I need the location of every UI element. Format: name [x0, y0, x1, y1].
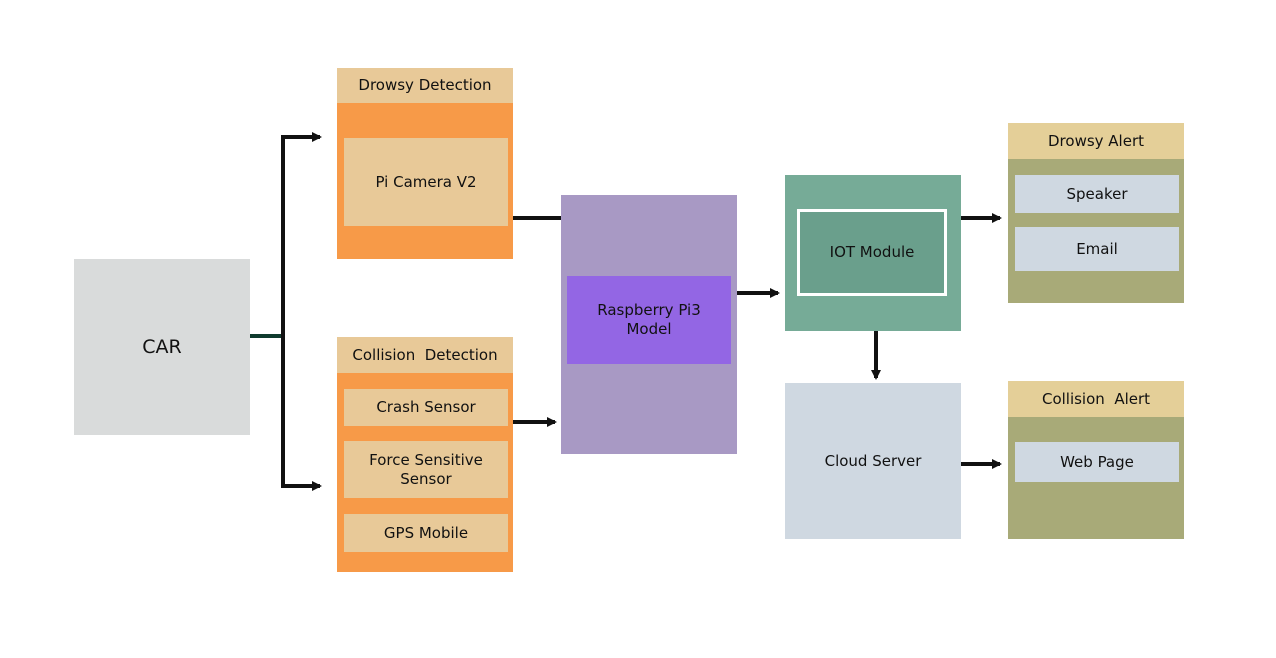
- raspberry-pi-label: Raspberry Pi3 Model: [567, 276, 731, 364]
- crash-sensor-item: Crash Sensor: [344, 389, 508, 426]
- email-item: Email: [1015, 227, 1179, 271]
- car-label: CAR: [142, 335, 182, 358]
- drowsy-detection-block: Drowsy Detection Pi Camera V2: [337, 68, 513, 259]
- collision-alert-block: Collision Alert Web Page: [1008, 381, 1184, 539]
- cloud-server-block: Cloud Server: [785, 383, 961, 539]
- collision-detection-title: Collision Detection: [337, 337, 513, 373]
- iot-module-block: IOT Module: [785, 175, 961, 331]
- pi-camera-item: Pi Camera V2: [344, 138, 508, 226]
- speaker-item: Speaker: [1015, 175, 1179, 213]
- raspberry-pi-block: Raspberry Pi3 Model: [561, 195, 737, 454]
- drowsy-alert-block: Drowsy Alert Speaker Email: [1008, 123, 1184, 303]
- drowsy-detection-title: Drowsy Detection: [337, 68, 513, 103]
- iot-module-label: IOT Module: [797, 209, 947, 296]
- collision-alert-title: Collision Alert: [1008, 381, 1184, 417]
- collision-detection-block: Collision Detection Crash Sensor Force S…: [337, 337, 513, 572]
- car-block: CAR: [74, 259, 250, 435]
- web-page-item: Web Page: [1015, 442, 1179, 482]
- cloud-server-label: Cloud Server: [824, 451, 922, 470]
- gps-mobile-item: GPS Mobile: [344, 514, 508, 552]
- force-sensitive-sensor-item: Force Sensitive Sensor: [344, 441, 508, 498]
- drowsy-alert-title: Drowsy Alert: [1008, 123, 1184, 159]
